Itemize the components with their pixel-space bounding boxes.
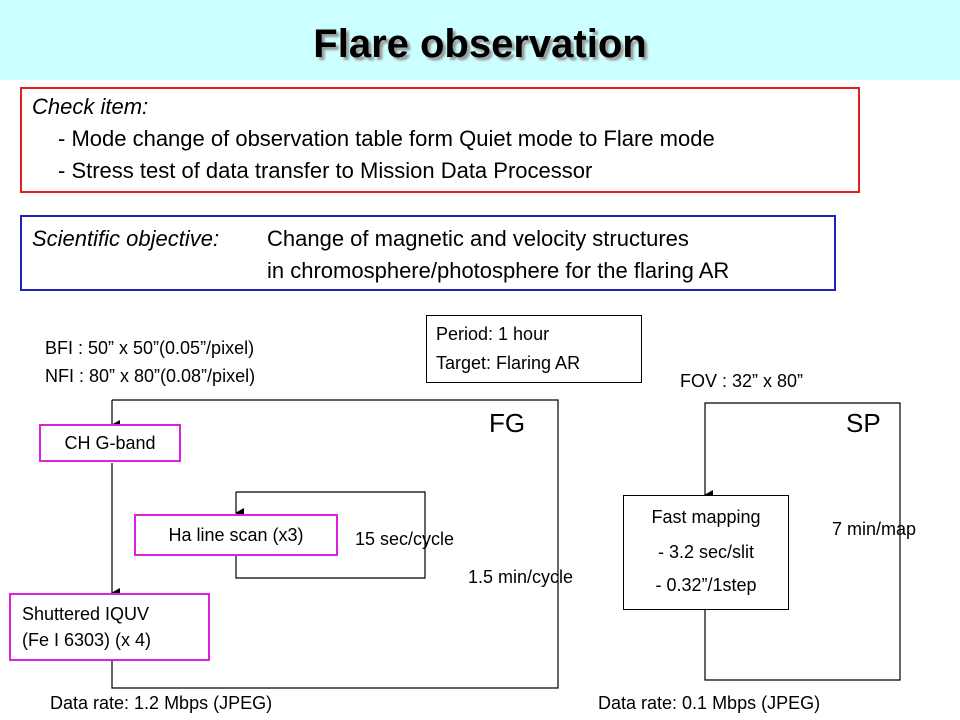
check-item-heading: Check item: [32, 94, 149, 119]
objective-box [20, 215, 836, 291]
step-size: - 0.32”/1step [655, 575, 757, 595]
fast-mapping-box: Fast mapping - 3.2 sec/slit - 0.32”/1ste… [623, 495, 789, 610]
sp-label: SP [846, 408, 881, 438]
shuttered-iquv-box: Shuttered IQUV (Fe I 6303) (x 4) [9, 593, 210, 661]
fg-data-rate: Data rate: 1.2 Mbps (JPEG) [50, 693, 273, 713]
outer-cycle-label: 1.5 min/cycle [468, 567, 574, 587]
fg-outer-loop [111, 399, 559, 689]
period-line: Period: 1 hour [436, 324, 550, 344]
bfi-spec: BFI : 50” x 50”(0.05”/pixel) [45, 338, 255, 358]
target-line: Target: Flaring AR [436, 353, 581, 373]
period-box [426, 315, 642, 383]
sp-data-rate: Data rate: 0.1 Mbps (JPEG) [598, 693, 821, 713]
sec-per-slit: - 3.2 sec/slit [657, 542, 755, 562]
fov-spec: FOV : 32” x 80” [680, 371, 804, 391]
iquv-line-2: (Fe I 6303) (x 4) [22, 630, 152, 650]
title-bar [0, 0, 960, 80]
fg-inner-loop [235, 491, 426, 579]
ha-line-scan-box: Ha line scan (x3) [134, 514, 338, 556]
map-rate-label: 7 min/map [832, 519, 917, 539]
fast-mapping-title: Fast mapping [651, 507, 761, 527]
iquv-line-1: Shuttered IQUV [22, 604, 150, 624]
sp-loop [704, 402, 901, 681]
ch-gband-box: CH G-band [39, 424, 181, 462]
objective-line-1: Change of magnetic and velocity structur… [267, 226, 689, 251]
check-item-2: - Stress test of data transfer to Missio… [58, 158, 593, 183]
fg-label: FG [489, 408, 526, 438]
objective-line-2: in chromosphere/photosphere for the flar… [267, 258, 730, 283]
check-item-1: - Mode change of observation table form … [58, 126, 715, 151]
inner-cycle-label: 15 sec/cycle [355, 529, 455, 549]
objective-label: Scientific objective: [32, 226, 220, 251]
check-item-box [20, 87, 860, 193]
nfi-spec: NFI : 80” x 80”(0.08”/pixel) [45, 366, 256, 386]
page-title: Flare observation [313, 22, 647, 66]
